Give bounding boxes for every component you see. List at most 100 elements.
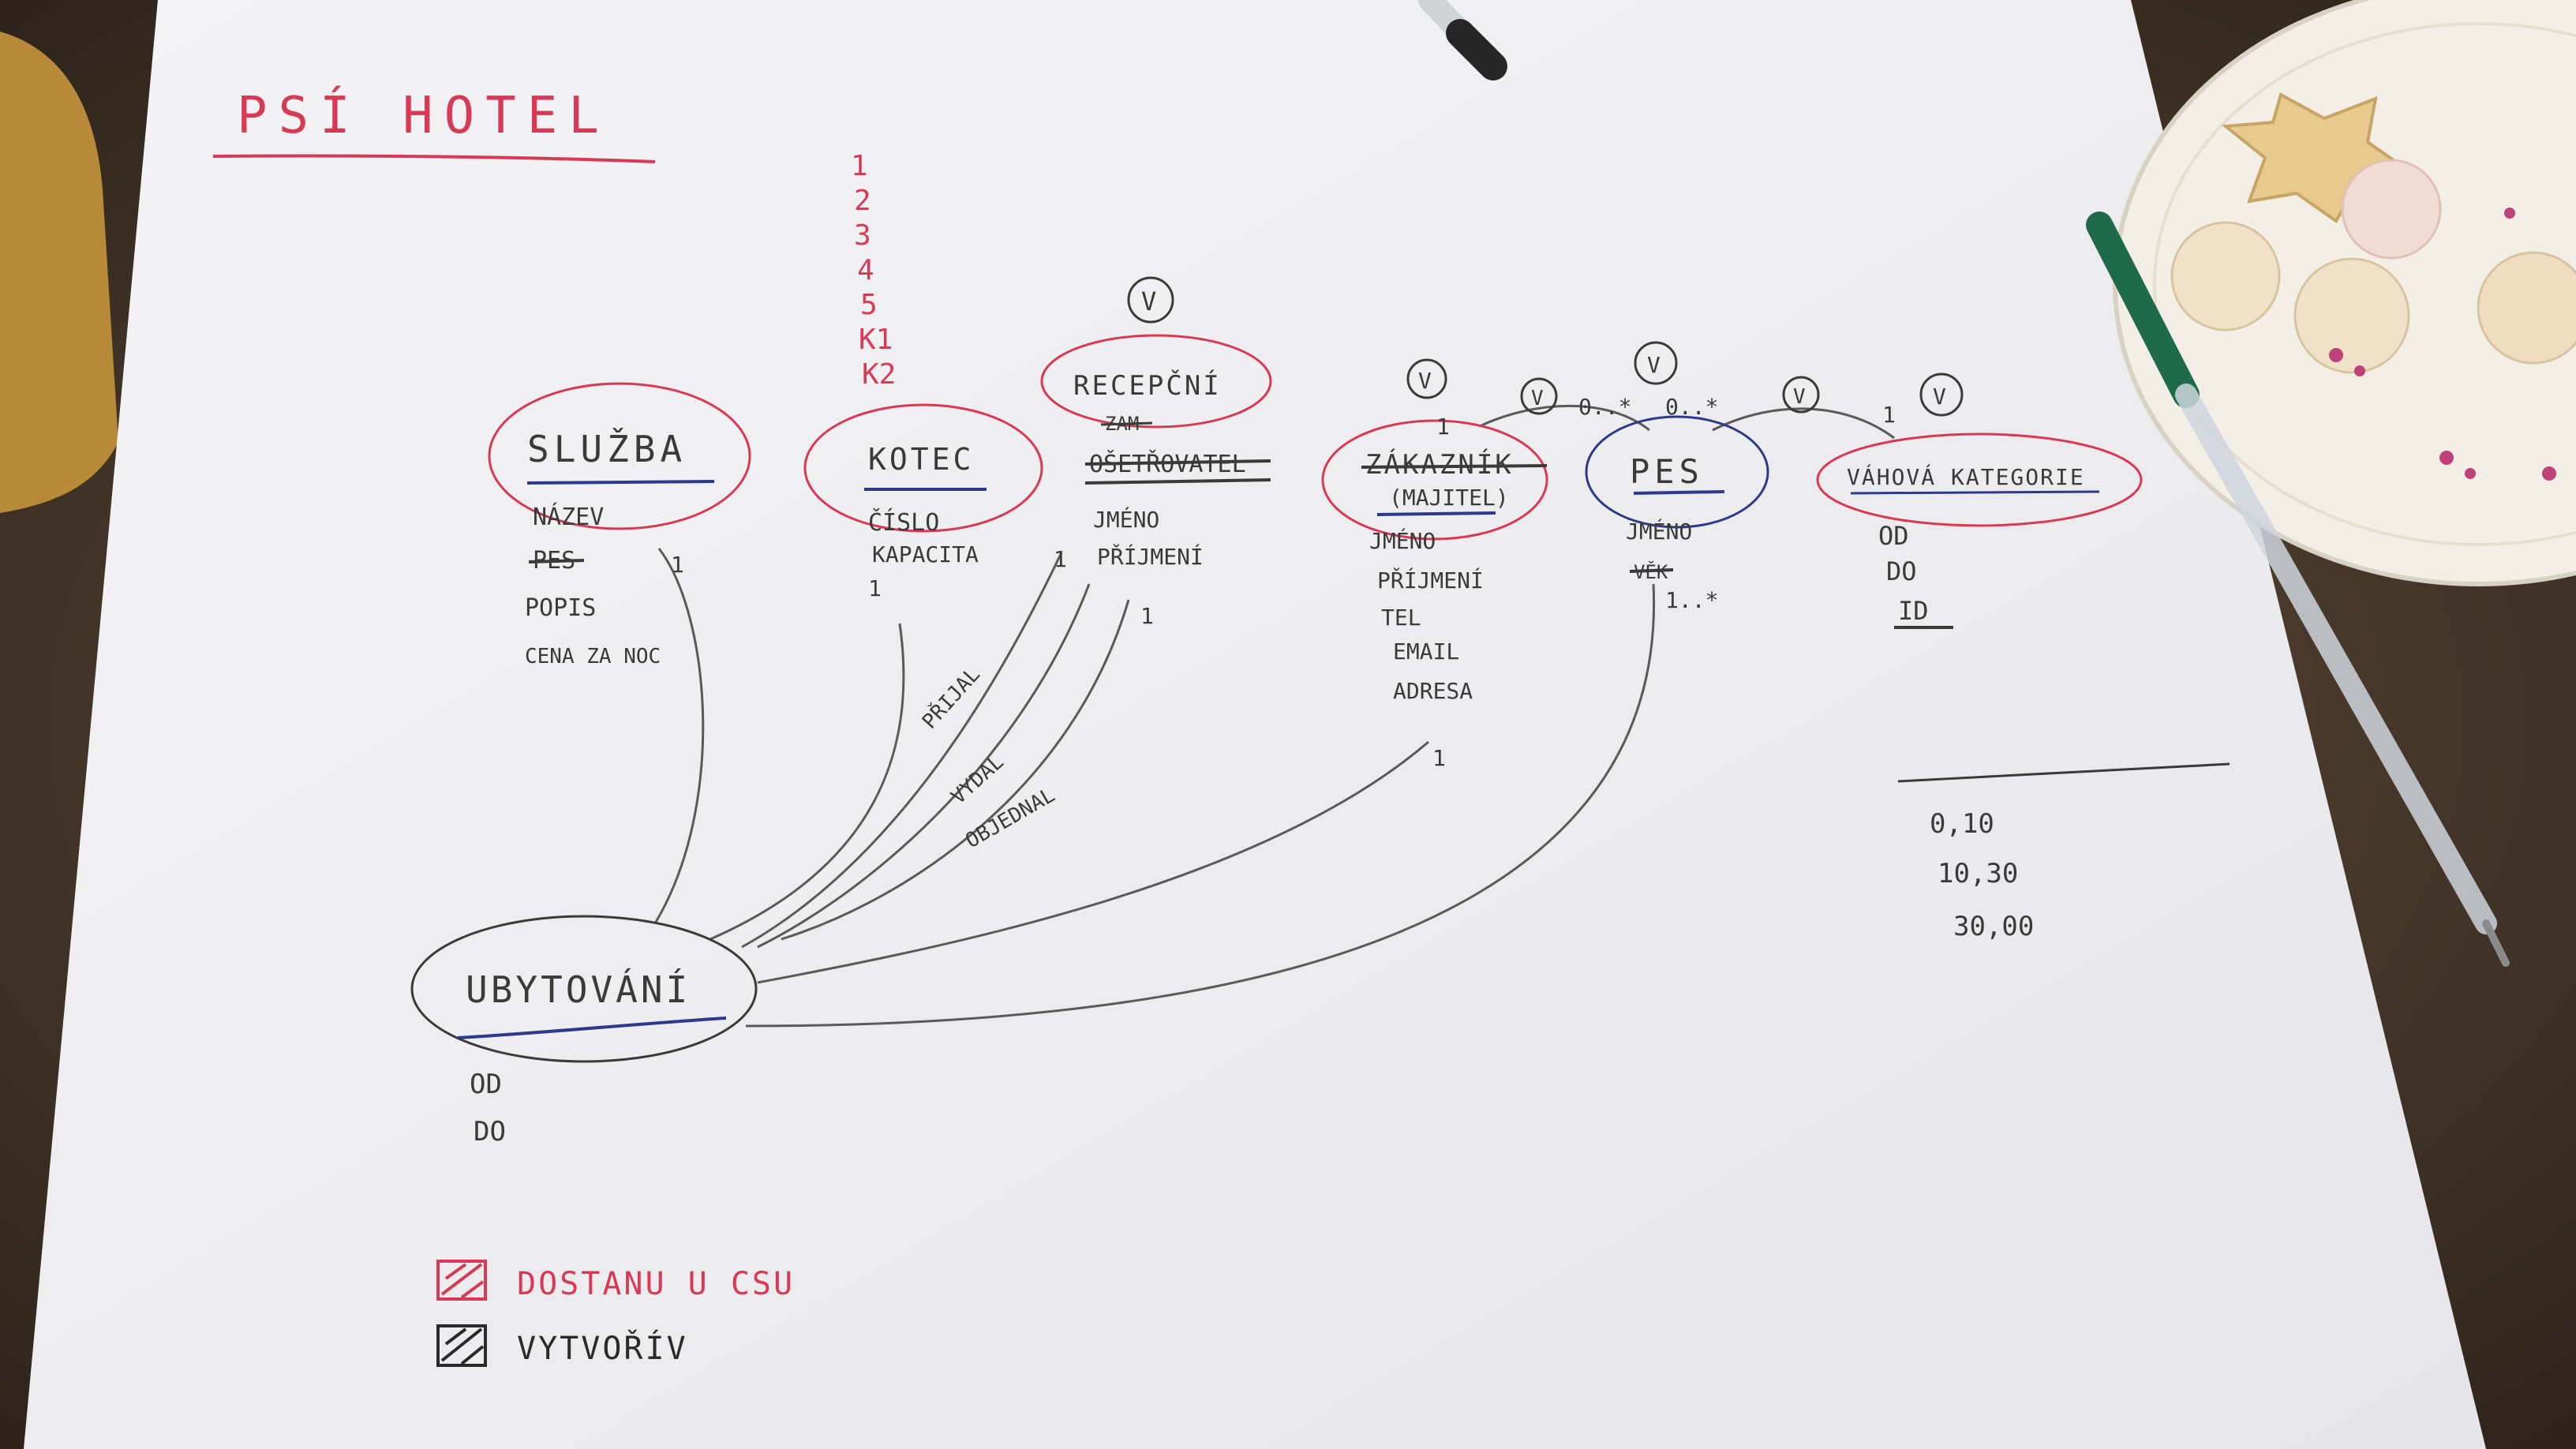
entity-underline <box>526 480 715 485</box>
entity-attribute: PŘÍJMENÍ <box>1097 543 1204 570</box>
legend-item: DOSTANU U CSU <box>436 1260 795 1302</box>
counter-list: 1 2 3 4 5 K1 K2 <box>851 150 896 391</box>
connector-pes-ubytovani <box>745 583 1656 1028</box>
counter-item: 3 <box>854 219 871 252</box>
multiplicity: 1 <box>868 575 882 601</box>
entity-oval <box>410 915 758 1063</box>
svg-text:V: V <box>1418 368 1432 394</box>
entity-kotec: KOTEC ČÍSLO KAPACITA <box>803 403 1043 567</box>
entity-attribute: TEL <box>1381 605 1421 631</box>
entity-attribute: OD <box>1878 521 1909 551</box>
connector-recepcni-ubytovani-3 <box>781 599 1130 941</box>
pen-top-icon <box>1418 0 1507 80</box>
counter-item: 5 <box>860 289 878 321</box>
title-underline <box>212 154 656 163</box>
checkmark-icon: V <box>1520 377 1558 415</box>
checkmark-icon: V <box>1919 373 1964 417</box>
connectors <box>653 404 1895 1028</box>
counter-item: 4 <box>857 254 874 286</box>
legend: DOSTANU U CSU VYTVOŘÍV <box>436 1260 795 1367</box>
entity-attribute: ČÍSLO <box>868 507 939 537</box>
svg-text:V: V <box>1531 387 1544 410</box>
legend-label: DOSTANU U CSU <box>517 1266 795 1302</box>
multiplicity: 1 <box>671 552 684 578</box>
entity-oval <box>488 382 751 530</box>
entity-attribute: ADRESA <box>1393 678 1473 704</box>
multiplicity: 0..* <box>1665 394 1718 420</box>
checkmark-icon: V <box>1782 376 1820 414</box>
entity-name: PES <box>1630 452 1704 491</box>
entity-attribute: CENA ZA NOC <box>525 645 661 668</box>
green-pen-icon <box>2086 212 2510 967</box>
entity-ubytovani: UBYTOVÁNÍ OD DO <box>410 915 758 1148</box>
connector-recepcni-ubytovani-2 <box>757 583 1091 949</box>
checkmarks: V V V V V V <box>1127 276 1964 417</box>
connector-sluzba-ubytovani <box>653 548 705 924</box>
weight-range: 0,10 <box>1930 808 1994 840</box>
entity-attribute: NÁZEV <box>533 503 604 531</box>
entity-underline <box>1084 478 1271 485</box>
strike-line <box>528 559 585 564</box>
multiplicity: 1 <box>1436 414 1450 440</box>
weight-range: 30,00 <box>1953 911 2034 942</box>
entity-underline <box>457 1017 727 1039</box>
checkmark-icon: V <box>1634 341 1678 385</box>
multiplicity: 1 <box>1140 603 1154 629</box>
multiplicity: 1 <box>1054 546 1067 572</box>
svg-text:V: V <box>1141 286 1156 316</box>
strike-line <box>1361 464 1548 469</box>
entity-name: UBYTOVÁNÍ <box>466 968 691 1011</box>
entity-oval <box>1816 432 2143 527</box>
strike-line <box>1629 568 1674 573</box>
weight-separator <box>1897 762 2230 783</box>
entity-pes: PES JMÉNO VĚK <box>1585 415 1769 583</box>
connector-zakaznik-ubytovani <box>757 740 1429 984</box>
connector-kotec-ubytovani <box>710 623 905 941</box>
entity-attribute: EMAIL <box>1393 638 1459 665</box>
weight-range: 10,30 <box>1938 858 2018 889</box>
svg-text:V: V <box>1647 352 1661 378</box>
entity-attribute: PŘÍJMENÍ <box>1377 567 1484 593</box>
paper-sheet <box>24 0 2486 1449</box>
entity-name: VÁHOVÁ KATEGORIE <box>1847 463 2085 490</box>
strike-line <box>1100 421 1153 426</box>
entity-oval <box>1040 334 1272 429</box>
plate-with-cookies <box>2113 0 2576 586</box>
entity-subtitle: (MAJITEL) <box>1389 485 1509 511</box>
counter-item: K2 <box>862 358 896 391</box>
connector-recepcni-ubytovani-1 <box>741 552 1063 949</box>
entity-oval <box>803 403 1043 533</box>
multiplicity: 0..* <box>1578 394 1631 420</box>
entity-attribute: KAPACITA <box>872 541 979 567</box>
entity-attribute: JMÉNO <box>1369 527 1436 554</box>
connector-zakaznik-pes <box>1479 404 1650 432</box>
counter-item: K1 <box>859 324 893 356</box>
counter-item: 1 <box>851 150 868 182</box>
entity-attribute: JMÉNO <box>1626 518 1692 545</box>
entity-name: RECEPČNÍ <box>1073 369 1222 402</box>
checkmark-icon: V <box>1127 276 1174 324</box>
multiplicity: 1 <box>1882 402 1896 428</box>
legend-swatch-icon <box>436 1324 487 1367</box>
wooden-object <box>0 32 118 513</box>
entity-name: KOTEC <box>868 442 974 477</box>
entity-oval <box>1321 419 1548 541</box>
entity-attribute: POPIS <box>525 594 596 622</box>
entity-underline <box>1376 511 1496 516</box>
entity-underline <box>1633 490 1725 495</box>
multiplicity: 1..* <box>1665 587 1718 613</box>
legend-label: VYTVOŘÍV <box>517 1329 688 1367</box>
checkmark-icon: V <box>1406 358 1447 399</box>
entity-zakaznik: ZÁKAZNÍK (MAJITEL) JMÉNO PŘÍJMENÍ TEL EM… <box>1321 419 1548 704</box>
legend-item: VYTVOŘÍV <box>436 1324 688 1367</box>
entity-attribute: DO <box>1886 556 1917 586</box>
svg-text:V: V <box>1793 385 1806 409</box>
entity-sluzba: SLUŽBA NÁZEV PES POPIS CENA ZA NOC <box>488 382 751 668</box>
entity-attribute: ID <box>1898 596 1929 626</box>
entity-attribute: OD <box>470 1069 502 1100</box>
multiplicities: 1 1 1 1 1 1 0..* 0..* 1..* 1 <box>671 394 1896 771</box>
entity-attribute: JMÉNO <box>1093 506 1159 533</box>
title: PSÍ HOTEL <box>237 85 610 145</box>
entity-attribute: DO <box>474 1116 506 1148</box>
